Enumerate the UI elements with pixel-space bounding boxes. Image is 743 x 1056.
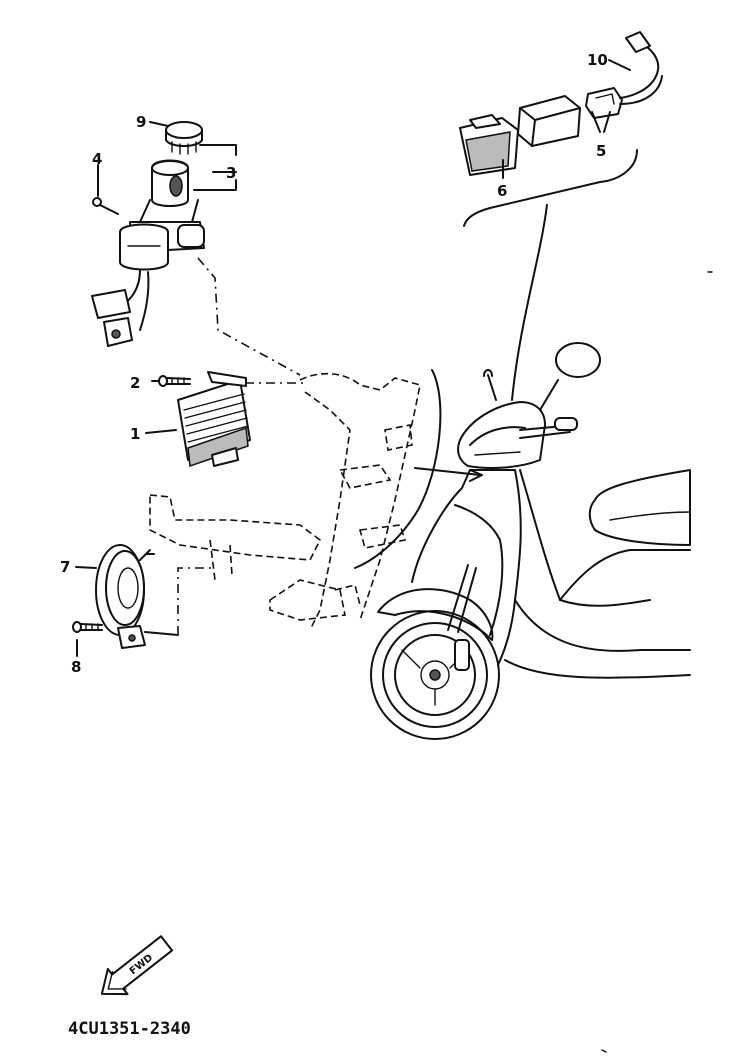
scan-speck bbox=[601, 271, 713, 1053]
callout-leaders bbox=[75, 121, 237, 657]
callout-8: 8 bbox=[71, 658, 81, 676]
callout-3: 3 bbox=[226, 164, 236, 182]
callout-4: 4 bbox=[92, 150, 102, 168]
regulator-assembly bbox=[151, 371, 251, 468]
callout-1: 1 bbox=[130, 425, 140, 443]
callout-6: 6 bbox=[497, 182, 507, 200]
diagram-code: 4CU1351-2340 bbox=[68, 1019, 191, 1039]
ignition-switch-assembly bbox=[91, 121, 237, 347]
horn-assembly bbox=[72, 544, 179, 649]
callout-10: 10 bbox=[587, 51, 608, 69]
callout-7: 7 bbox=[60, 558, 70, 576]
front-wheel bbox=[370, 610, 500, 740]
callout-9: 9 bbox=[136, 113, 146, 131]
callout-5: 5 bbox=[596, 142, 606, 160]
frame-outline bbox=[149, 257, 442, 635]
relay-assembly bbox=[459, 31, 663, 227]
scooter-illustration bbox=[370, 204, 691, 740]
callout-2: 2 bbox=[130, 374, 140, 392]
fwd-arrow-icon: FWD bbox=[100, 935, 174, 996]
